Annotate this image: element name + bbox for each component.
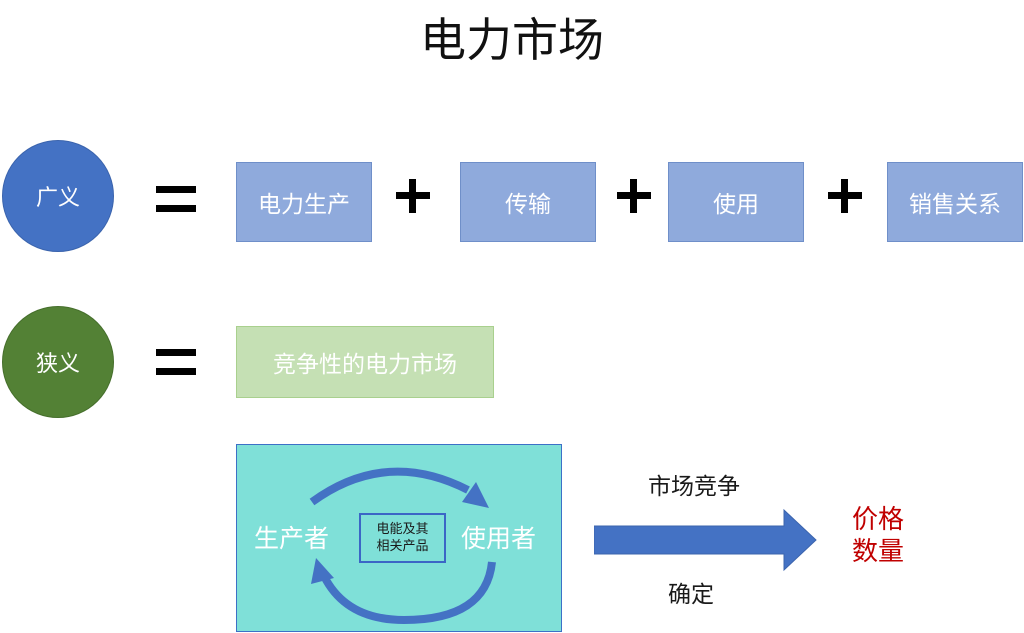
big-arrow: [594, 508, 817, 572]
cycle-arrowhead-top: [462, 482, 489, 508]
broad-item-label: 传输: [505, 192, 551, 218]
user-label: 使用者: [461, 524, 537, 553]
product-line-2: 相关产品: [376, 539, 429, 554]
narrow-label: 狭义: [35, 352, 80, 377]
broad-item-production: 电力生产: [236, 162, 372, 242]
product-line-1: 电能及其: [376, 522, 429, 537]
broad-item-label: 销售关系: [909, 192, 1001, 218]
broad-circle: 广义: [2, 140, 114, 252]
plus-sign-1: [396, 179, 430, 213]
plus-sign-3: [828, 179, 862, 213]
broad-item-transmission: 传输: [460, 162, 596, 242]
cycle-arrows: [309, 467, 496, 625]
equals-sign-broad: [154, 180, 198, 218]
broad-item-sales: 销售关系: [887, 162, 1023, 242]
broad-label: 广义: [35, 186, 80, 211]
narrow-definition-box: 竞争性的电力市场: [236, 326, 494, 398]
producer-label: 生产者: [254, 524, 330, 553]
result-quantity: 数量: [852, 537, 905, 567]
broad-item-label: 电力生产: [258, 192, 350, 218]
plus-sign-2: [617, 179, 651, 213]
broad-item-label: 使用: [713, 192, 759, 218]
product-box: 电能及其 相关产品: [359, 513, 446, 563]
cycle-arrow-bottom: [320, 561, 496, 625]
cycle-arrowhead-bottom: [311, 558, 334, 584]
narrow-definition: 竞争性的电力市场: [273, 352, 457, 378]
arrow-top-label: 市场竞争: [648, 474, 740, 500]
result-price: 价格: [852, 505, 905, 535]
page-title: 电力市场: [420, 13, 604, 67]
big-arrow-shape: [594, 508, 817, 572]
cycle-arrow-top: [309, 467, 470, 506]
arrow-bottom-label: 确定: [668, 582, 714, 608]
narrow-circle: 狭义: [2, 306, 114, 418]
broad-item-usage: 使用: [668, 162, 804, 242]
equals-sign-narrow: [154, 343, 198, 381]
